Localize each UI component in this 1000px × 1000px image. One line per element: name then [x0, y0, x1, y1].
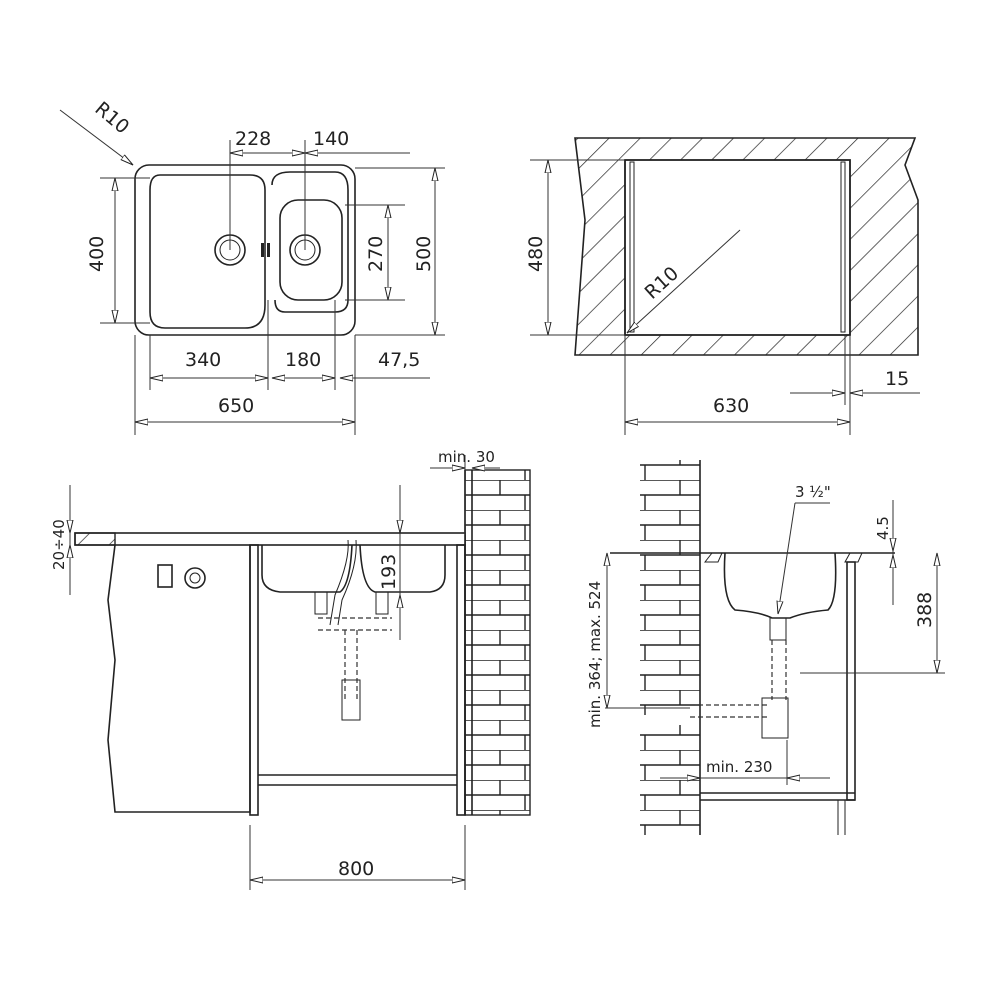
drainer-edge [271, 171, 349, 313]
dim-270: 270 [365, 236, 387, 272]
dim-388: 388 [914, 592, 936, 628]
dim-193: 193 [378, 554, 400, 590]
right-bowl [279, 199, 343, 301]
left-bowl [149, 174, 266, 329]
sink-top-view: R10 228 140 400 270 500 340 180 47,5 650 [59, 98, 445, 435]
dim-630: 630 [713, 395, 749, 417]
left-cabinet [107, 544, 251, 813]
overflow-icon [261, 243, 270, 257]
dim-140: 140 [313, 128, 349, 150]
tap [329, 539, 357, 626]
dim-15: 15 [885, 368, 909, 390]
height-range-label: min. 364; max. 524 [586, 581, 604, 728]
dim-800: 800 [338, 858, 374, 880]
cabinet-side-right [456, 544, 466, 816]
sink-section [723, 552, 837, 619]
min-30-label: min. 30 [438, 448, 495, 466]
sink-bowls-section [261, 544, 446, 593]
sink-outline [134, 164, 356, 336]
countertop [74, 532, 466, 546]
dim-4-5: 4.5 [874, 516, 892, 540]
side-installation-view: 3 ½" 4.5 388 min. 364; max. 524 min. 230 [586, 460, 945, 835]
siphon [690, 617, 789, 739]
brick-wall [464, 469, 531, 816]
control-icon [157, 564, 173, 588]
dim-650: 650 [218, 395, 254, 417]
cutout-opening [624, 159, 851, 336]
drain-size-label: 3 ½" [795, 483, 831, 501]
dim-480: 480 [525, 236, 547, 272]
dim-180: 180 [285, 349, 321, 371]
dim-500: 500 [413, 236, 435, 272]
cabinet-side-left [249, 544, 259, 816]
cutout-view: 480 R10 15 630 [525, 137, 920, 435]
brick-wall-upper [640, 460, 700, 715]
countertop-hatch [574, 137, 919, 356]
brick-wall-lower [640, 725, 700, 835]
radius-label: R10 [91, 98, 134, 139]
dim-400: 400 [86, 236, 108, 272]
cabinet-side [846, 561, 856, 801]
dim-340: 340 [185, 349, 221, 371]
drain-trap [314, 591, 392, 721]
dim-228: 228 [235, 128, 271, 150]
thickness-label: 20÷40 [50, 519, 68, 570]
min-230-label: min. 230 [706, 758, 772, 776]
dim-47-5: 47,5 [378, 349, 420, 371]
cutout-radius-label: R10 [641, 262, 684, 303]
overflow-knob-icon [184, 567, 206, 589]
front-installation-view: min. 30 20÷40 193 800 [50, 448, 531, 890]
